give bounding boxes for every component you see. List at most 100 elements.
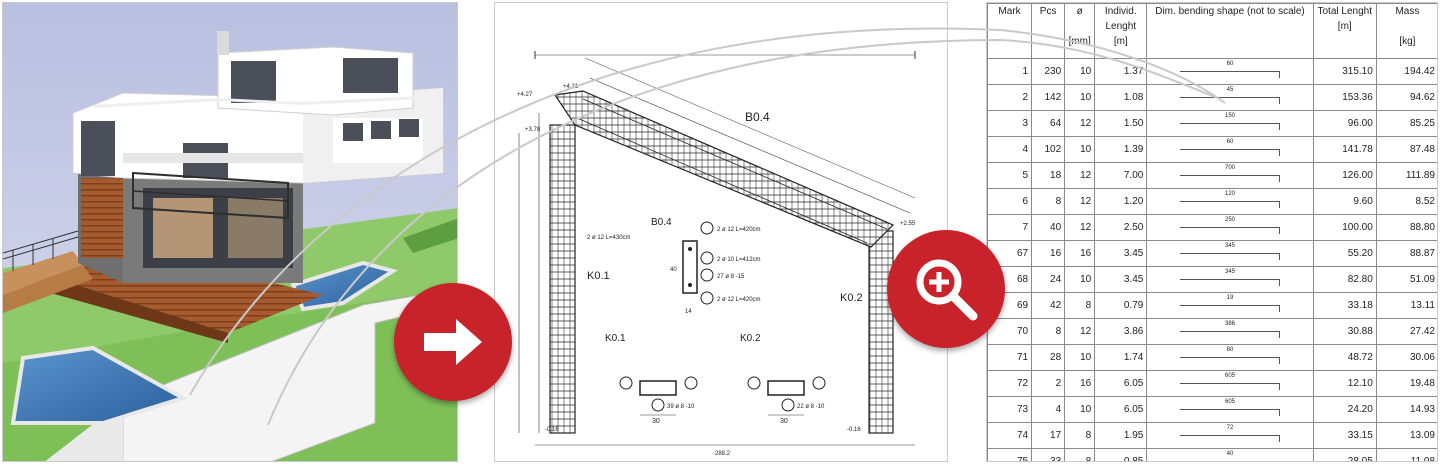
bending-shape-line (1180, 148, 1280, 156)
cell-diameter: 10 (1064, 396, 1096, 423)
cell-mark: 75 (987, 448, 1033, 461)
cell-bending-shape: 80 (1146, 344, 1314, 371)
bending-shape-line (1180, 200, 1280, 208)
bar-note-5: 2 ø 12 L=430cm (587, 235, 631, 241)
stirrup-note-k01: 39 ø 8 -10 (667, 404, 695, 410)
cell-mass: 51.09 (1375, 266, 1437, 293)
cell-diameter: 8 (1064, 448, 1096, 461)
cell-pcs: 40 (1031, 214, 1066, 241)
column-k02-label: K0.2 (840, 292, 863, 304)
zoom-in-icon (916, 259, 978, 321)
cell-bending-shape: 605 (1146, 370, 1314, 397)
cell-length: 0.85 (1094, 448, 1148, 461)
cell-bending-shape: 60 (1146, 58, 1314, 85)
col-header-bending-shape: Dim. bending shape (not to scale) (1146, 3, 1314, 59)
cell-pcs: 16 (1031, 240, 1066, 267)
table-header-row: Mark Pcs ø[mm] Individ. Lenght[m] Dim. b… (987, 3, 1437, 59)
level-left-mid: +3.78 (525, 127, 541, 133)
cell-total-length: 126.00 (1312, 162, 1377, 189)
bending-shape-line (1180, 96, 1280, 104)
bending-shape-line (1180, 226, 1280, 234)
cell-mass: 87.48 (1375, 136, 1437, 163)
cell-mark: 74 (987, 422, 1033, 449)
cell-total-length: 315.10 (1312, 58, 1377, 85)
level-top-right: +4.21 (563, 84, 579, 90)
cell-length: 1.08 (1094, 84, 1148, 111)
zoom-badge[interactable] (887, 230, 1005, 348)
cell-mass: 94.62 (1375, 84, 1437, 111)
cell-length: 1.95 (1094, 422, 1148, 449)
cell-mark: 3 (987, 110, 1033, 137)
col-header-mark: Mark (987, 3, 1033, 59)
cell-diameter: 10 (1064, 344, 1096, 371)
cell-diameter: 16 (1064, 240, 1096, 267)
cell-pcs: 142 (1031, 84, 1066, 111)
cell-length: 3.45 (1094, 266, 1148, 293)
cell-diameter: 12 (1064, 162, 1096, 189)
cell-mark: 71 (987, 344, 1033, 371)
cell-pcs: 24 (1031, 266, 1066, 293)
section-k01-label: K0.1 (605, 333, 626, 344)
cell-total-length: 33.18 (1312, 292, 1377, 319)
cell-total-length: 141.78 (1312, 136, 1377, 163)
cell-mass: 8.52 (1375, 188, 1437, 215)
col-header-mass: Mass[kg] (1375, 3, 1437, 59)
cell-diameter: 10 (1064, 58, 1096, 85)
dim-beam-width: 14 (685, 309, 692, 315)
bending-shape-line (1180, 304, 1280, 312)
cell-total-length: 153.36 (1312, 84, 1377, 111)
cell-pcs: 8 (1031, 188, 1066, 215)
cell-mass: 13.11 (1375, 292, 1437, 319)
cell-bending-shape: 700 (1146, 162, 1314, 189)
cell-mark: 6 (987, 188, 1033, 215)
col-header-diameter: ø[mm] (1064, 3, 1096, 59)
cell-mark: 2 (987, 84, 1033, 111)
structural-drawing-panel: B0.4 B0.4 K0.1 K0.2 K0.1 K0.2 +4.27 +4.2… (494, 2, 948, 462)
cell-mark: 73 (987, 396, 1033, 423)
cell-pcs: 8 (1031, 318, 1066, 345)
cell-bending-shape: 60 (1146, 136, 1314, 163)
cell-diameter: 10 (1064, 266, 1096, 293)
cell-mass: 13.09 (1375, 422, 1437, 449)
cell-diameter: 8 (1064, 292, 1096, 319)
beam-section-label: B0.4 (651, 217, 672, 228)
level-top-left: +4.27 (517, 92, 533, 98)
cell-diameter: 12 (1064, 110, 1096, 137)
cell-bending-shape: 40 (1146, 448, 1314, 461)
house-render-image (3, 3, 457, 461)
bar-note-1: 2 ø 12 L=420cm (717, 227, 761, 233)
cell-bending-shape: 345 (1146, 266, 1314, 293)
next-step-badge[interactable] (394, 283, 512, 401)
bending-shape-line (1180, 434, 1280, 442)
bending-shape-line (1180, 356, 1280, 364)
cell-total-length: 9.60 (1312, 188, 1377, 215)
sloped-beam (553, 90, 895, 248)
cell-mass: 111.89 (1375, 162, 1437, 189)
cell-total-length: 48.72 (1312, 344, 1377, 371)
cell-length: 1.37 (1094, 58, 1148, 85)
cell-mark: 72 (987, 370, 1033, 397)
cell-length: 6.05 (1094, 396, 1148, 423)
cell-bending-shape: 386 (1146, 318, 1314, 345)
cell-bending-shape: 45 (1146, 84, 1314, 111)
cell-length: 7.00 (1094, 162, 1148, 189)
bending-shape-dimension: 72 (1226, 424, 1234, 431)
bending-shape-dimension: 19 (1226, 294, 1234, 301)
cell-length: 1.20 (1094, 188, 1148, 215)
bending-shape-line (1180, 70, 1280, 78)
cell-length: 1.74 (1094, 344, 1148, 371)
cell-length: 6.05 (1094, 370, 1148, 397)
bending-shape-dimension: 45 (1226, 86, 1234, 93)
dim-bottom-total: 288.2 (715, 451, 731, 457)
beam-label: B0.4 (745, 110, 770, 124)
cell-mass: 19.48 (1375, 370, 1437, 397)
